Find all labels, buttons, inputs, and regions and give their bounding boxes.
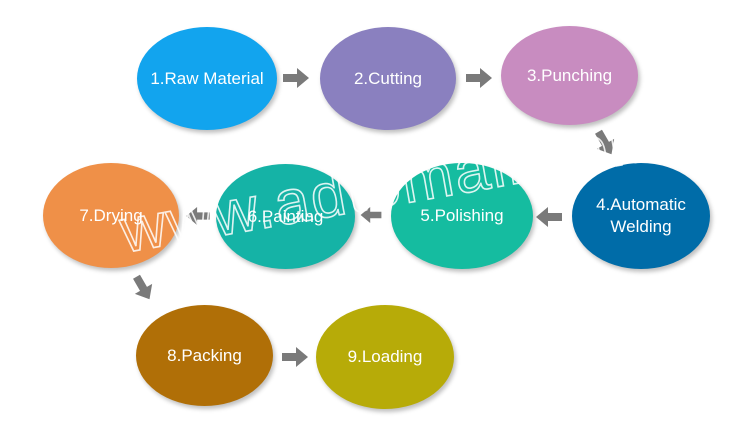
arrow-right-icon: [282, 347, 308, 367]
step-label: 9.Loading: [347, 347, 423, 366]
step-polishing: 5.Polishing: [391, 163, 533, 269]
step-label: 3.Punching: [526, 65, 613, 85]
step-label: 5.Polishing: [420, 206, 504, 225]
arrow-left-icon: [536, 207, 562, 227]
step-label-line1: 4.Automatic: [596, 195, 686, 214]
step-label: 1.Raw Material: [150, 68, 264, 88]
step-drying: 7.Drying: [43, 163, 179, 268]
arrow-right-icon: [466, 68, 492, 88]
arrow-left-icon: [186, 207, 210, 225]
step-label-line2: Welding: [610, 217, 672, 236]
step-label: 7.Drying: [79, 205, 143, 225]
arrow-down-right-icon: [595, 129, 615, 155]
step-cutting: 2.Cutting: [320, 27, 456, 130]
arrow-right-icon: [283, 68, 309, 88]
arrow-left-icon: [360, 207, 382, 223]
step-raw-material: 1.Raw Material: [137, 27, 277, 130]
step-painting: 6.Painting: [216, 164, 355, 269]
step-automatic-welding: 4.Automatic Welding: [572, 163, 710, 269]
step-loading: 9.Loading: [316, 305, 454, 409]
step-label: 2.Cutting: [353, 68, 423, 88]
step-label: 8.Packing: [167, 345, 242, 365]
step-punching: 3.Punching: [501, 26, 638, 125]
step-label: 6.Painting: [247, 206, 324, 226]
step-packing: 8.Packing: [136, 305, 273, 406]
arrow-down-right-icon: [133, 274, 153, 300]
